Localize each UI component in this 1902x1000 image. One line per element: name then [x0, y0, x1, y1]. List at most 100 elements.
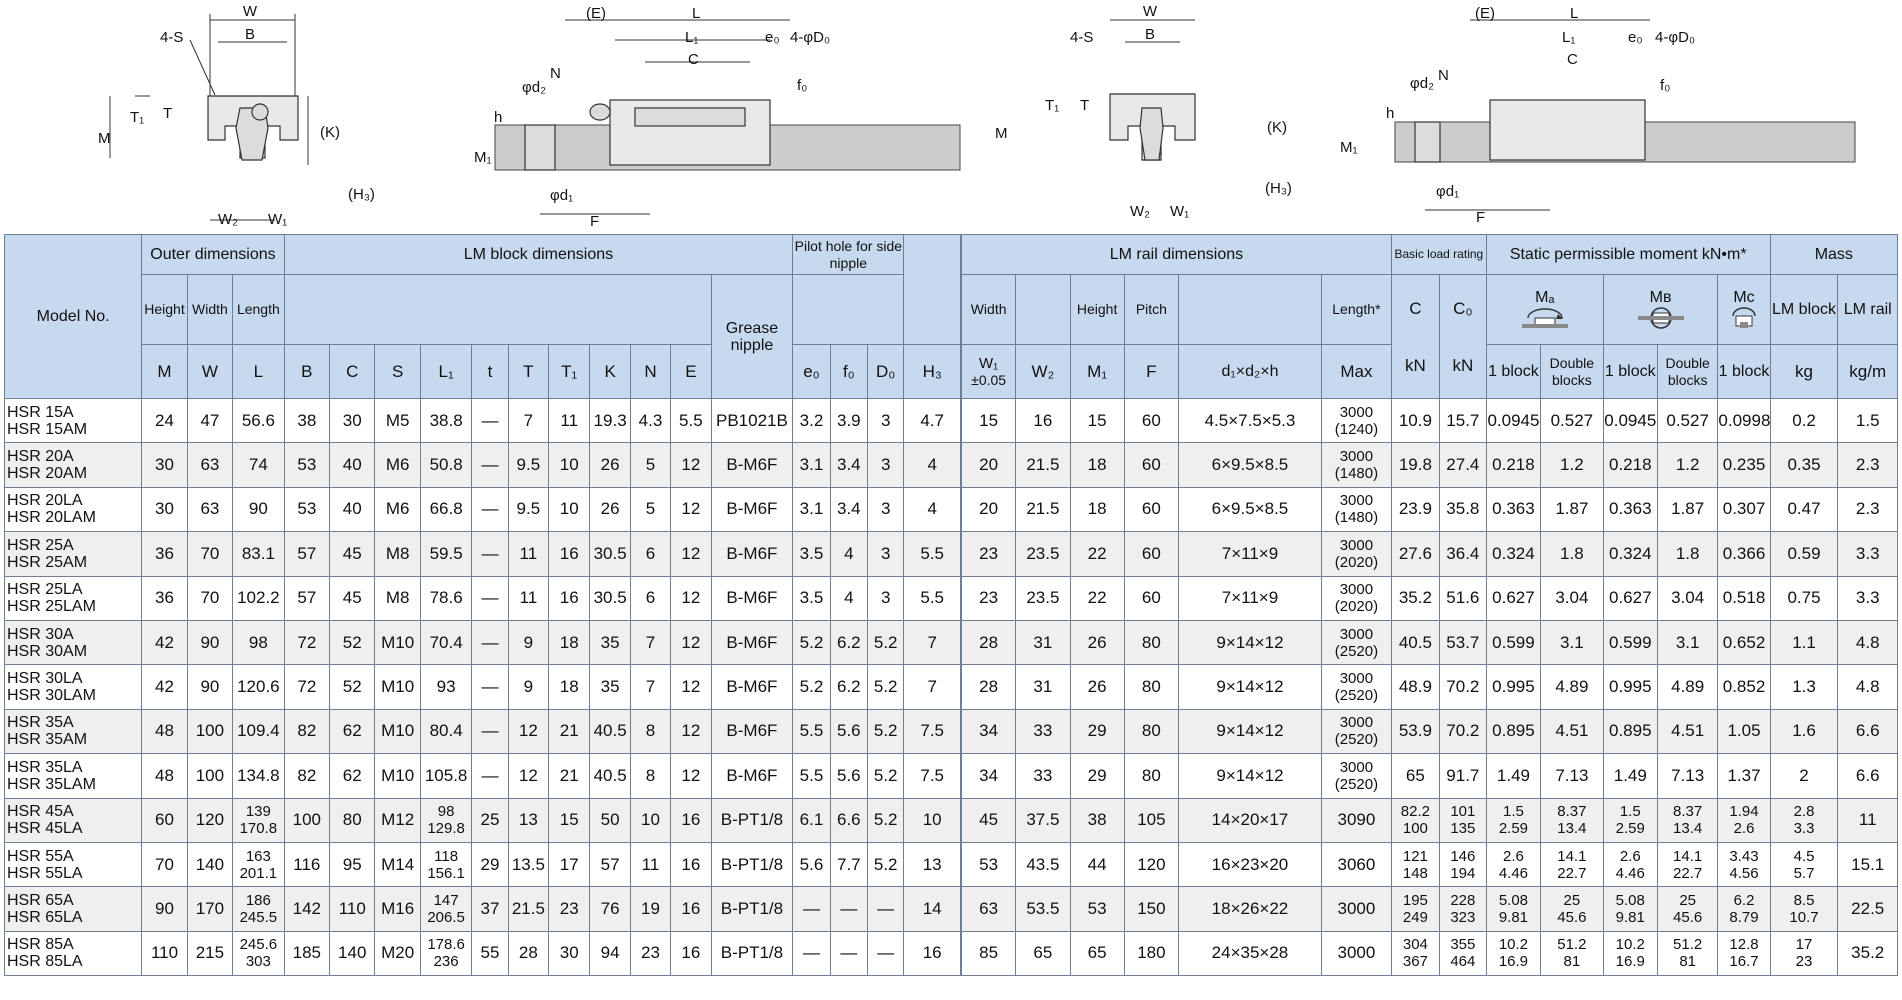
cell-value: 323 [1450, 908, 1476, 926]
table-cell: M20 [374, 930, 421, 977]
table-cell: 11 [507, 575, 550, 621]
lm-block-table: Model No. Outer dimensions LM block dime… [3, 234, 961, 977]
cell-value: HSR 65A [7, 891, 74, 909]
cell-value: 1.87 [1671, 499, 1705, 519]
table-cell: 0.324 [1602, 531, 1658, 577]
cell-value: 15 [559, 810, 579, 830]
dim-label-H3-2: (H₃) [1265, 180, 1292, 197]
table-cell: 8 [629, 753, 672, 799]
hdr-height-rail: Height [1069, 274, 1125, 345]
table-cell: M10 [374, 619, 421, 666]
table-cell: 0.75 [1769, 575, 1839, 621]
table-cell: 38.8 [419, 397, 473, 444]
cell-value: 72 [297, 677, 317, 697]
cell-value: 28 [518, 943, 538, 963]
cell-value: 6.1 [799, 810, 824, 830]
table-cell: 0.995 [1602, 664, 1658, 710]
table-cell: 60 [1123, 442, 1180, 488]
dim-label-L: L [692, 5, 700, 22]
table-cell: 12 [670, 708, 712, 755]
cell-value: 24×35×28 [1211, 943, 1289, 963]
table-cell: 3000 [1320, 886, 1392, 932]
cell-value: 0.218 [1609, 455, 1652, 475]
table-cell: 65 [1015, 930, 1071, 977]
table-cell: 26 [589, 442, 631, 488]
dim-label-M: M [98, 130, 111, 147]
hdr-width-rail: Width [960, 274, 1017, 345]
cell-value: 5.5 [799, 765, 824, 785]
cell-value: 0.599 [1492, 632, 1535, 652]
table-cell: 70.4 [419, 619, 473, 666]
cell-value: B-PT1/8 [720, 854, 784, 874]
cell-value: (2520) [1334, 687, 1379, 705]
cell-value: — [877, 943, 895, 963]
cell-value: 135 [1450, 820, 1476, 838]
cell-value: (2520) [1334, 775, 1379, 793]
table-cell: 85 [960, 930, 1017, 977]
hdr-MB-1block: 1 block [1602, 344, 1658, 399]
table-cell: 7×11×9 [1178, 575, 1322, 621]
cell-value: 3.2 [799, 410, 824, 430]
cell-value: 9×14×12 [1216, 721, 1284, 741]
cell-value: 464 [1450, 953, 1476, 971]
table-cell: 80 [1123, 619, 1180, 666]
table-cell: 27.6 [1390, 531, 1440, 577]
cell-value: 90 [200, 677, 220, 697]
cell-value: 12 [681, 632, 701, 652]
cell-value: 3 [880, 588, 891, 608]
table-cell: — [471, 486, 509, 533]
table-cell: 1.2 [1540, 442, 1604, 488]
cell-value: 4.5 [1793, 847, 1815, 865]
cell-value: 3.1 [799, 499, 824, 519]
cell-value: 81 [1679, 953, 1696, 971]
front-view-drawing-1: W B 4-S T₁ T M (K) (H₃) W₂ W₁ [98, 3, 375, 228]
cell-value: 140 [338, 943, 367, 963]
cell-value: 95 [342, 854, 362, 874]
table-cell: 5.5 [792, 708, 831, 755]
table-cell: 5.5 [903, 575, 961, 621]
table-cell: 18 [548, 619, 591, 666]
table-cell: 9.5 [507, 486, 550, 533]
cell-value: 13 [518, 810, 538, 830]
table-cell: 78.6 [419, 575, 473, 621]
cell-value: 78.6 [429, 588, 463, 608]
table-cell: 7.7 [829, 841, 869, 888]
table-cell: 65 [1390, 753, 1440, 799]
cell-value: 16 [681, 854, 701, 874]
cell-value: 129.8 [427, 820, 465, 838]
cell-value: 53 [297, 499, 317, 519]
cell-value: 100 [1402, 820, 1428, 838]
cell-value: 22 [1087, 588, 1107, 608]
table-cell: 30.5 [589, 531, 631, 577]
cell-value: 5.2 [873, 721, 898, 741]
table-cell: 57 [589, 841, 631, 888]
table-cell: 23.9 [1390, 486, 1440, 533]
cell-value: HSR 30LAM [7, 687, 96, 705]
cell-value: 30 [155, 499, 174, 519]
cell-value: 81 [1563, 953, 1581, 971]
cell-value: 22 [1087, 543, 1107, 563]
cell-value: HSR 55A [7, 847, 74, 865]
table-cell: 1.87 [1540, 486, 1604, 533]
cell-value: 0.995 [1492, 677, 1535, 697]
cell-value: 53.9 [1398, 721, 1432, 741]
table-cell: 60 [1123, 486, 1180, 533]
table-cell: 4 [829, 575, 869, 621]
table-cell: 35 [589, 619, 631, 666]
table-cell: 3 [866, 575, 905, 621]
table-cell: 12 [507, 753, 550, 799]
cell-value: 38 [297, 410, 317, 430]
cell-value: 3.1 [1560, 632, 1584, 652]
table-cell: 60 [1123, 575, 1180, 621]
table-cell: 4.3 [629, 397, 672, 444]
table-cell: 1.49 [1602, 753, 1658, 799]
cell-value: 5.08 [1615, 891, 1645, 909]
